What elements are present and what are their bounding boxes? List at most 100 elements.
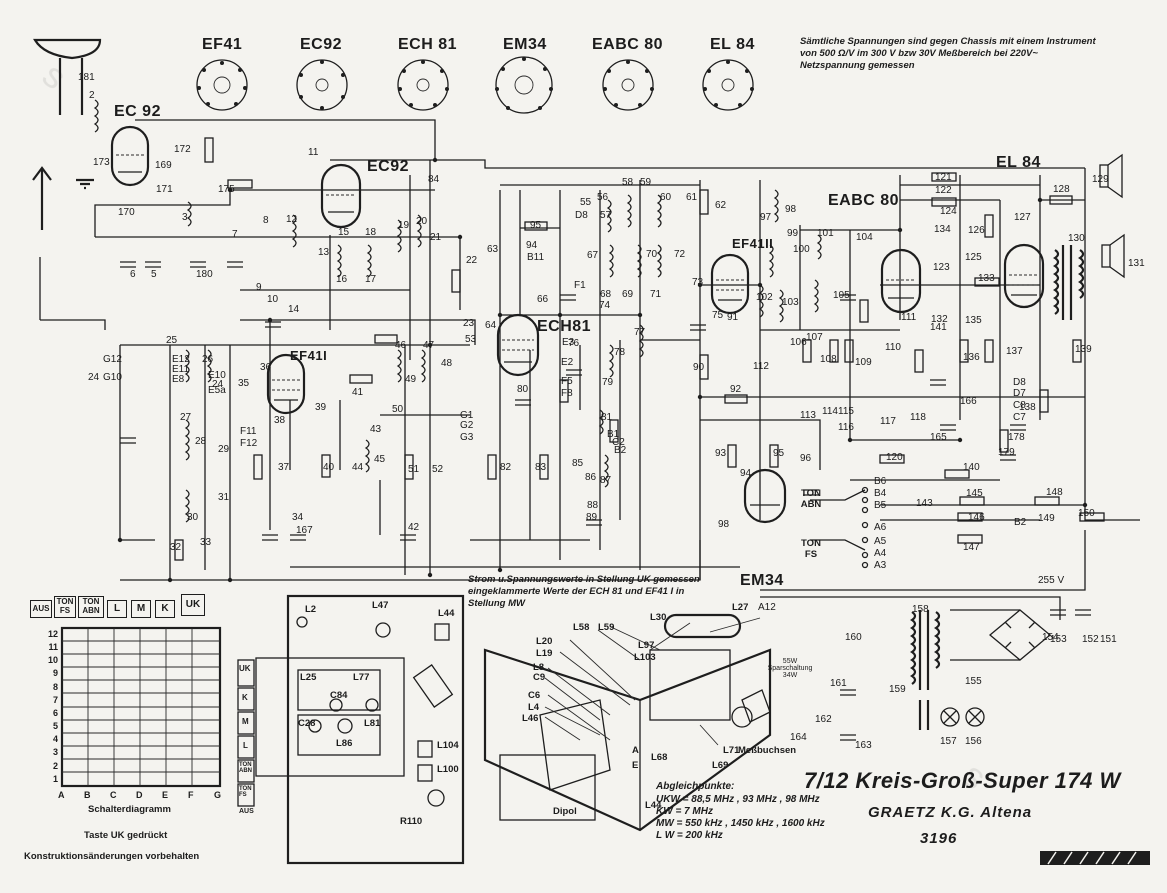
svg-text:149: 149 [1038, 513, 1055, 524]
chassis-label-c28: C28 [298, 718, 316, 729]
svg-text:10: 10 [267, 294, 279, 305]
svg-text:16: 16 [336, 274, 348, 285]
chassis-key-k: K [242, 693, 248, 702]
svg-text:E10: E10 [208, 370, 226, 381]
svg-text:151: 151 [1100, 634, 1117, 645]
switch-row-number: 1 [52, 773, 58, 784]
chassis-label-l77: L77 [353, 672, 370, 683]
svg-text:122: 122 [935, 185, 952, 196]
svg-text:G10: G10 [103, 372, 122, 383]
svg-text:154: 154 [1042, 632, 1059, 643]
svg-text:6: 6 [130, 269, 136, 280]
tube-label-ec92: EC92 [300, 36, 343, 53]
svg-text:160: 160 [845, 632, 862, 643]
svg-text:G1: G1 [460, 410, 474, 421]
svg-text:F12: F12 [240, 438, 258, 449]
svg-text:33: 33 [200, 537, 212, 548]
svg-text:59: 59 [640, 177, 652, 188]
svg-text:87: 87 [600, 475, 612, 486]
svg-text:72: 72 [674, 249, 686, 260]
layout-label-l20: L20 [536, 636, 553, 647]
svg-text:114: 114 [822, 406, 838, 417]
switch-col-letter: E [162, 790, 169, 800]
svg-text:23: 23 [463, 318, 475, 329]
svg-text:82: 82 [500, 462, 512, 473]
svg-text:24: 24 [88, 372, 100, 383]
svg-text:110: 110 [885, 342, 901, 353]
svg-text:11: 11 [308, 147, 319, 158]
svg-text:39: 39 [315, 402, 327, 413]
svg-text:B4: B4 [874, 488, 887, 499]
svg-text:255 V: 255 V [1038, 575, 1064, 586]
key-aus: AUS [30, 600, 52, 618]
svg-text:56: 56 [597, 192, 609, 203]
svg-text:E2: E2 [561, 357, 574, 368]
svg-text:98: 98 [785, 204, 797, 215]
svg-text:158: 158 [912, 604, 929, 615]
svg-text:80: 80 [517, 384, 529, 395]
voltage-note: Sämtliche Spannungen sind gegen Chassis … [800, 36, 1096, 71]
svg-text:84: 84 [428, 174, 440, 185]
svg-text:127: 127 [1014, 212, 1031, 223]
svg-text:58: 58 [622, 177, 634, 188]
tube-label-el84: EL 84 [710, 36, 755, 53]
switch-col-letter: F [188, 790, 194, 800]
layout-label-c9: C9 [533, 672, 546, 683]
svg-text:E5a: E5a [208, 385, 226, 396]
svg-text:81: 81 [601, 412, 613, 423]
alignment-line-kw: KW = 7 MHz [656, 806, 713, 817]
tube-label-ef41-I: EF41I [290, 348, 328, 363]
svg-text:F1: F1 [574, 280, 586, 291]
layout-label-e: E [632, 760, 639, 771]
svg-text:13: 13 [318, 247, 330, 258]
corner-stamp [1040, 851, 1150, 865]
svg-text:64: 64 [485, 320, 497, 331]
svg-text:88: 88 [587, 500, 599, 511]
chassis-label-l104: L104 [437, 740, 459, 751]
svg-text:101: 101 [817, 228, 834, 239]
svg-text:153: 153 [1050, 634, 1067, 645]
svg-text:126: 126 [968, 225, 985, 236]
layout-label-l97: L97 [638, 640, 655, 651]
svg-text:86: 86 [585, 472, 597, 483]
svg-text:17: 17 [365, 274, 377, 285]
switch-col-letter: D [136, 790, 143, 800]
svg-text:41: 41 [352, 387, 364, 398]
svg-text:94: 94 [740, 468, 752, 479]
svg-text:111: 111 [901, 312, 917, 323]
chassis-label-l25: L25 [300, 672, 317, 683]
key-l: L [107, 600, 127, 618]
svg-text:52: 52 [432, 464, 444, 475]
tube-label-em34-bottom: EM34 [740, 572, 784, 589]
svg-text:70: 70 [646, 249, 658, 260]
layout-label-l103: L103 [634, 652, 656, 663]
svg-text:106: 106 [790, 337, 807, 348]
svg-text:171: 171 [156, 184, 173, 195]
tube-base-eabc80 [602, 59, 654, 111]
layout-label-l68: L68 [651, 752, 668, 763]
tube-ef41-I [266, 353, 306, 415]
svg-text:113: 113 [800, 410, 816, 421]
svg-text:76: 76 [568, 338, 580, 349]
key-ton-fs: TON FS [54, 596, 76, 618]
switch-row-number: 9 [52, 668, 58, 679]
chassis-key-m: M [242, 717, 249, 726]
svg-text:129: 129 [1092, 174, 1109, 185]
svg-text:128: 128 [1053, 184, 1070, 195]
chassis-label-l100: L100 [437, 764, 459, 775]
manufacturer: GRAETZ K.G. Altena [868, 804, 1033, 821]
svg-text:137: 137 [1006, 346, 1023, 357]
switch-row-number: 12 [47, 629, 58, 639]
svg-text:F5: F5 [561, 376, 573, 387]
svg-text:104: 104 [856, 232, 873, 243]
svg-text:166: 166 [960, 396, 977, 407]
measurement-note: Strom u.Spannungswerte in Stellung UK ge… [468, 574, 700, 609]
svg-text:175: 175 [218, 184, 235, 195]
tube-base-ef41 [196, 59, 248, 111]
svg-text:79: 79 [602, 377, 614, 388]
svg-text:40: 40 [323, 462, 335, 473]
svg-text:169: 169 [155, 160, 172, 171]
chassis-label-l81: L81 [364, 718, 381, 729]
svg-text:179: 179 [998, 447, 1015, 458]
svg-text:100: 100 [793, 244, 810, 255]
